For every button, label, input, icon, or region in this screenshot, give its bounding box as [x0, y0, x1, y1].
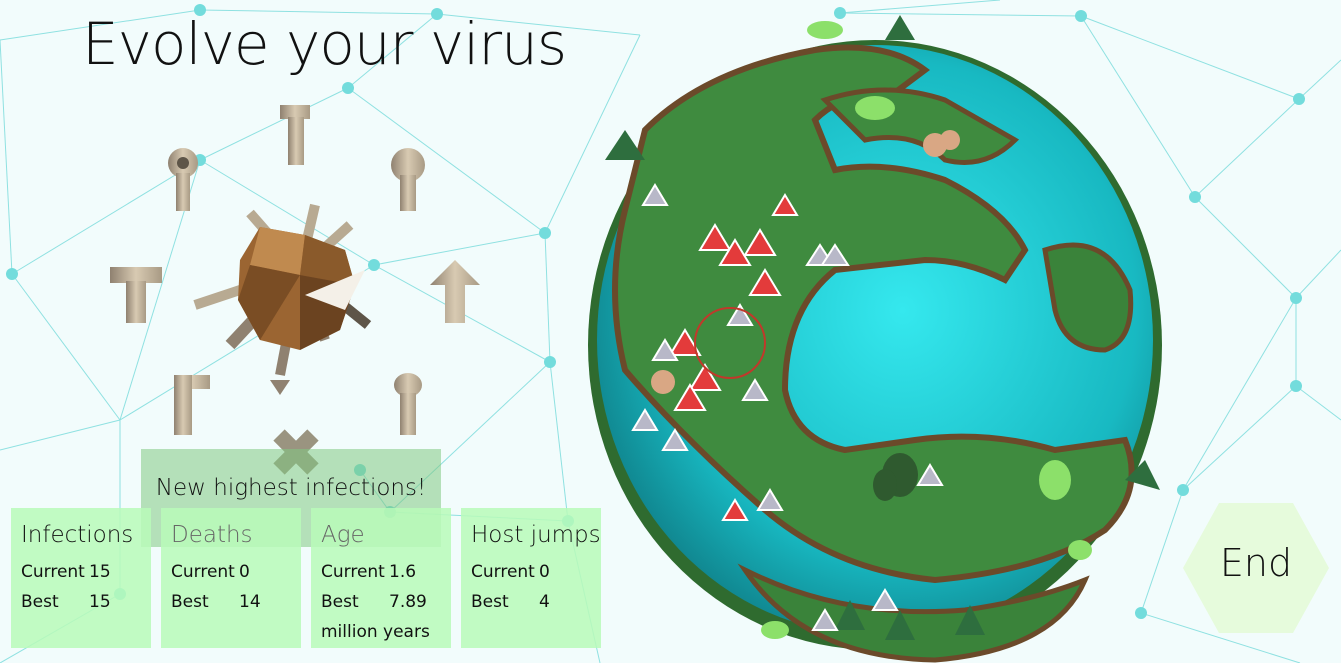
stat-age: Age Current 1.6 Best 7.89 million years: [311, 508, 451, 648]
l-hook-icon[interactable]: [174, 375, 210, 435]
ring-spike-icon[interactable]: [168, 148, 198, 211]
round-knob-icon[interactable]: [391, 148, 425, 211]
stat-current-value: 0: [539, 562, 550, 582]
host-markers: [631, 183, 944, 631]
planet-globe[interactable]: [585, 10, 1170, 663]
stat-best-label: Best: [171, 592, 209, 612]
stat-best-label: Best: [321, 592, 359, 612]
selection-ring: [694, 307, 766, 379]
stat-best-value: 7.89: [389, 592, 427, 612]
stat-host-jumps: Host jumps Current 0 Best 4: [461, 508, 601, 648]
stat-unit: million years: [321, 622, 430, 642]
stat-current-value: 1.6: [389, 562, 417, 582]
stat-current-label: Current: [171, 562, 235, 582]
stat-current-label: Current: [321, 562, 385, 582]
t-hammer-icon[interactable]: [110, 267, 162, 323]
hexagon-shape: [1183, 503, 1329, 633]
end-button[interactable]: End: [1183, 503, 1329, 633]
virus-core-icon: [193, 203, 372, 395]
stat-best-label: Best: [471, 592, 509, 612]
stat-best-value: 4: [539, 592, 550, 612]
page-title: Evolve your virus: [82, 10, 567, 78]
t-bar-spike-icon[interactable]: [280, 105, 310, 165]
stat-best-value: 14: [239, 592, 261, 612]
stat-title: Host jumps: [471, 522, 601, 548]
stat-current-value: 0: [239, 562, 250, 582]
stat-best-label: Best: [21, 592, 59, 612]
stat-title: Deaths: [171, 522, 253, 548]
stat-best-value: 15: [89, 592, 111, 612]
stat-current-label: Current: [21, 562, 85, 582]
bulb-spike-icon[interactable]: [394, 373, 422, 435]
stat-title: Age: [321, 522, 365, 548]
stat-current-value: 15: [89, 562, 111, 582]
stat-infections: Infections Current 15 Best 15: [11, 508, 151, 648]
stat-deaths: Deaths Current 0 Best 14: [161, 508, 301, 648]
landmass-east: [1042, 242, 1134, 353]
stat-current-label: Current: [471, 562, 535, 582]
virus-editor: [110, 105, 480, 475]
stat-title: Infections: [21, 522, 134, 548]
notification-text: New highest infections!: [155, 475, 427, 501]
up-arrow-icon[interactable]: [430, 260, 480, 323]
end-button-label: End: [1219, 541, 1293, 585]
